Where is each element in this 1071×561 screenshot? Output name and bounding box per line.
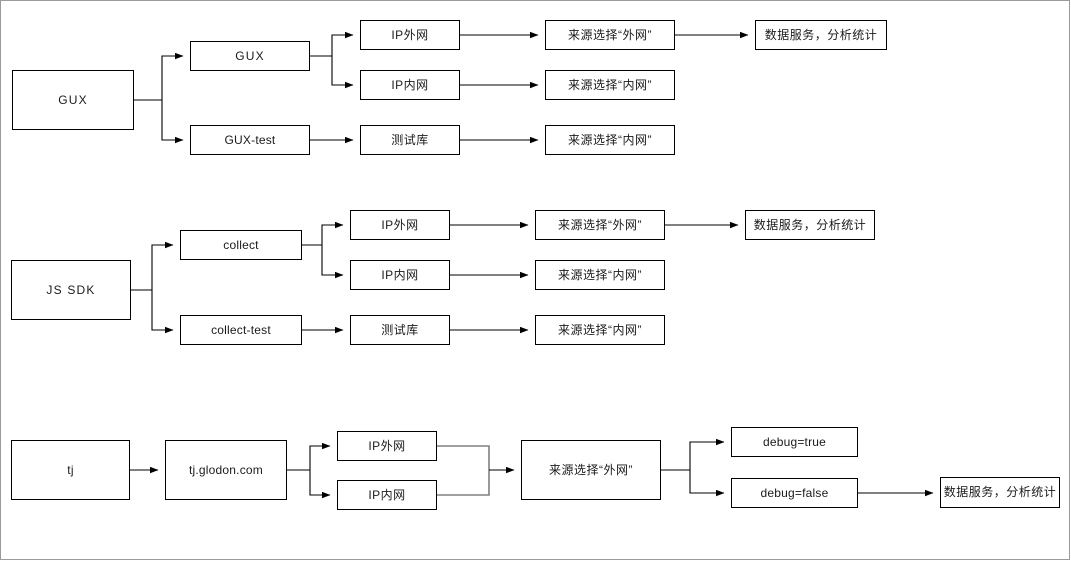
node-gux-data-service[interactable]: 数据服务，分析统计 <box>755 20 887 50</box>
edge-tj-ipwai-merge <box>437 445 490 470</box>
node-gux-env[interactable]: GUX <box>190 41 310 71</box>
node-tj-domain[interactable]: tj.glodon.com <box>165 440 287 500</box>
node-jssdk-root[interactable]: JS SDK <box>11 260 131 320</box>
node-jssdk-source-external[interactable]: 来源选择“外网” <box>535 210 665 240</box>
node-tj-data-service[interactable]: 数据服务，分析统计 <box>940 477 1060 508</box>
node-gux-source-internal-2[interactable]: 来源选择“内网” <box>545 125 675 155</box>
node-tj-source-external[interactable]: 来源选择“外网” <box>521 440 661 500</box>
edge-js-collect-to-ipnei <box>321 245 344 279</box>
node-jssdk-test-db[interactable]: 测试库 <box>350 315 450 345</box>
edge-js-collect-to-ipwai <box>321 221 344 245</box>
edge-js-root-to-collecttest <box>151 290 174 334</box>
node-gux-test-db[interactable]: 测试库 <box>360 125 460 155</box>
node-jssdk-data-service[interactable]: 数据服务，分析统计 <box>745 210 875 240</box>
edge-tj-srcwai-to-debugtrue <box>689 438 725 470</box>
node-jssdk-source-internal-2[interactable]: 来源选择“内网” <box>535 315 665 345</box>
node-jssdk-ip-internal[interactable]: IP内网 <box>350 260 450 290</box>
node-tj-root[interactable]: tj <box>11 440 130 500</box>
edge-gux-root-to-gux <box>161 52 184 100</box>
edge-gux-to-ipwai <box>331 31 354 56</box>
node-tj-ip-internal[interactable]: IP内网 <box>337 480 437 510</box>
node-gux-test[interactable]: GUX-test <box>190 125 310 155</box>
node-gux-ip-external[interactable]: IP外网 <box>360 20 460 50</box>
node-gux-root[interactable]: GUX <box>12 70 134 130</box>
node-jssdk-ip-external[interactable]: IP外网 <box>350 210 450 240</box>
node-tj-debug-false[interactable]: debug=false <box>731 478 858 508</box>
edge-tj-ipnei-merge <box>437 470 490 496</box>
edge-tj-domain-to-ipnei <box>309 470 331 499</box>
node-jssdk-source-internal[interactable]: 来源选择“内网” <box>535 260 665 290</box>
node-jssdk-collect-test[interactable]: collect-test <box>180 315 302 345</box>
edge-gux-to-ipnei <box>331 56 354 89</box>
node-tj-ip-external[interactable]: IP外网 <box>337 431 437 461</box>
edge-tj-srcwai-to-debugfalse <box>689 470 725 497</box>
node-gux-source-external[interactable]: 来源选择“外网” <box>545 20 675 50</box>
node-tj-debug-true[interactable]: debug=true <box>731 427 858 457</box>
edge-gux-root-to-guxtest <box>161 100 184 144</box>
node-gux-source-internal[interactable]: 来源选择“内网” <box>545 70 675 100</box>
node-jssdk-collect[interactable]: collect <box>180 230 302 260</box>
edge-js-root-to-collect <box>151 241 174 290</box>
edge-tj-domain-to-ipwai <box>309 442 331 470</box>
node-gux-ip-internal[interactable]: IP内网 <box>360 70 460 100</box>
